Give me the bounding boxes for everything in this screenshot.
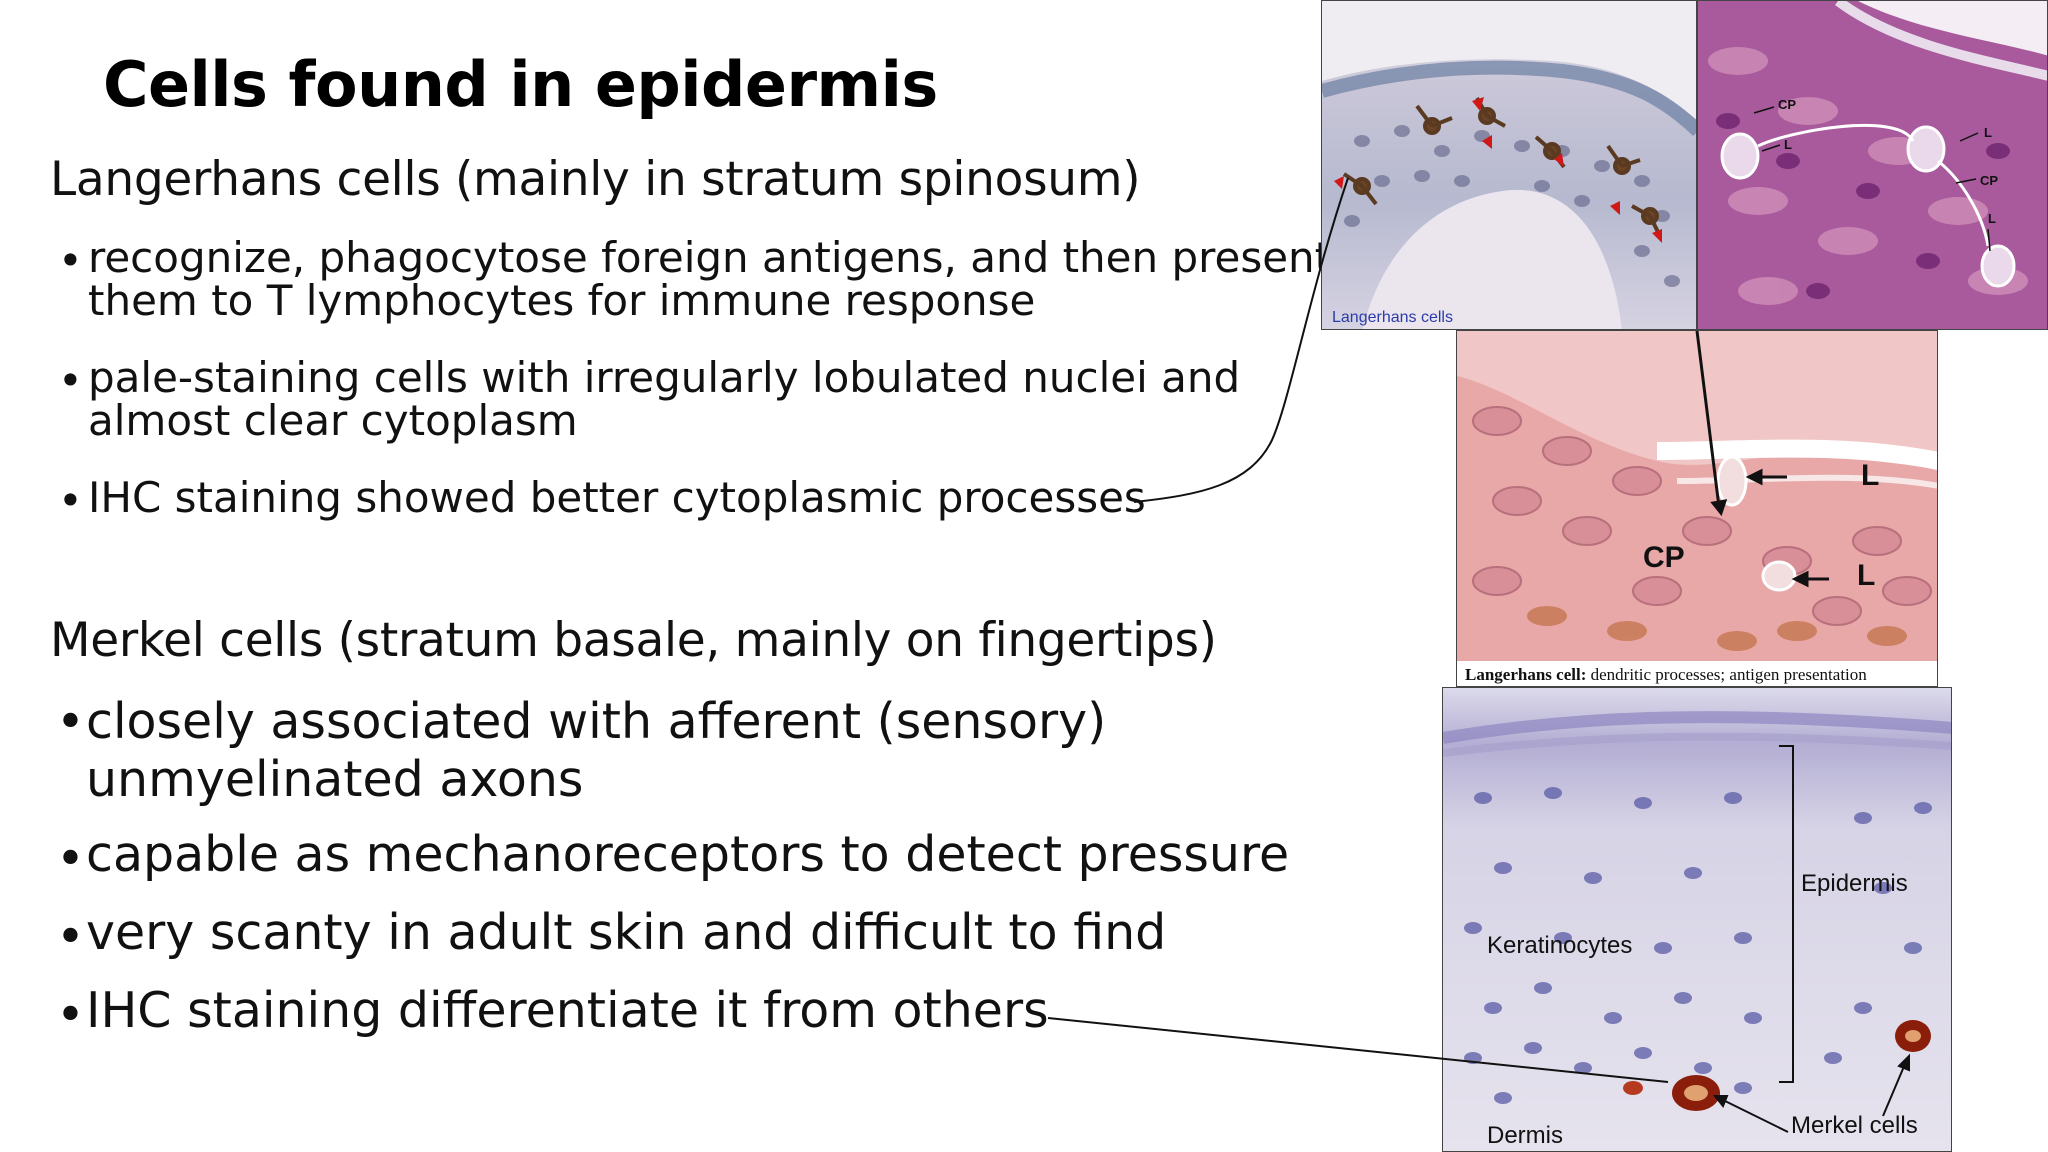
merkel-label-merkel-cells: Merkel cells (1791, 1112, 1918, 1139)
he-small-label-l-3: L (1988, 211, 1996, 226)
merkel-label-epidermis: Epidermis (1801, 870, 1908, 897)
bullet-text: closely associated with afferent (sensor… (86, 693, 1107, 808)
merkel-label-dermis: Dermis (1487, 1122, 1563, 1149)
bullet-text: IHC staining differentiate it from other… (86, 982, 1049, 1039)
he-langerhans-large-image: L CP L Langerhans cell: dendritic proces… (1456, 330, 1938, 687)
merkel-bullet-2: • capable as mechanoreceptors to detect … (56, 826, 1356, 890)
merkel-bullet-3: • very scanty in adult skin and difficul… (56, 904, 1356, 968)
bullet-dot: • (58, 236, 83, 285)
ihc-langerhans-caption: Langerhans cells (1332, 309, 1453, 326)
merkel-ihc-image: Epidermis Keratinocytes Dermis Merkel ce… (1442, 687, 1952, 1152)
langerhans-bullet-2: • pale-staining cells with irregularly l… (58, 356, 1258, 452)
he-large-label-l-2: L (1857, 559, 1876, 592)
bullet-dot: • (56, 986, 85, 1043)
langerhans-connector-line (1133, 177, 1349, 503)
ihc-langerhans-image: Langerhans cells (1321, 0, 1697, 330)
langerhans-bullet-1: • recognize, phagocytose foreign antigen… (58, 236, 1331, 332)
bullet-text: recognize, phagocytose foreign antigens,… (88, 233, 1332, 326)
langerhans-bullet-3: • IHC staining showed better cytoplasmic… (58, 476, 1258, 526)
slide-title: Cells found in epidermis (103, 48, 938, 121)
he-large-label-l-1: L (1861, 459, 1880, 492)
he-large-caption-rest: dendritic processes; antigen presentatio… (1590, 665, 1867, 684)
merkel-label-keratinocytes: Keratinocytes (1487, 932, 1633, 959)
he-large-label-cp: CP (1643, 541, 1685, 574)
bullet-text: pale-staining cells with irregularly lob… (88, 353, 1241, 446)
bullet-text: IHC staining showed better cytoplasmic p… (88, 473, 1146, 522)
he-small-label-cp-1: CP (1778, 97, 1797, 112)
merkel-bullet-1: • closely associated with afferent (sens… (56, 693, 1206, 813)
he-large-caption-bold: Langerhans cell: (1465, 665, 1587, 684)
he-small-label-l-1: L (1784, 137, 1792, 152)
merkel-bullet-4: • IHC staining differentiate it from oth… (56, 982, 1356, 1046)
he-large-caption: Langerhans cell: dendritic processes; an… (1465, 665, 1867, 685)
he-small-label-l-2: L (1984, 125, 1992, 140)
merkel-heading: Merkel cells (stratum basale, mainly on … (50, 613, 1217, 668)
he-small-label-cp-2: CP (1980, 173, 1999, 188)
bullet-dot: • (56, 830, 85, 887)
bullet-dot: • (56, 693, 85, 750)
bullet-dot: • (56, 908, 85, 965)
bullet-text: very scanty in adult skin and difficult … (86, 904, 1167, 961)
bullet-text: capable as mechanoreceptors to detect pr… (86, 826, 1290, 883)
bullet-dot: • (58, 356, 83, 405)
he-langerhans-small-image: CP L L CP L (1697, 0, 2048, 330)
langerhans-heading: Langerhans cells (mainly in stratum spin… (50, 152, 1141, 207)
merkel-connector-line (1047, 1017, 1669, 1083)
bullet-dot: • (58, 476, 83, 525)
